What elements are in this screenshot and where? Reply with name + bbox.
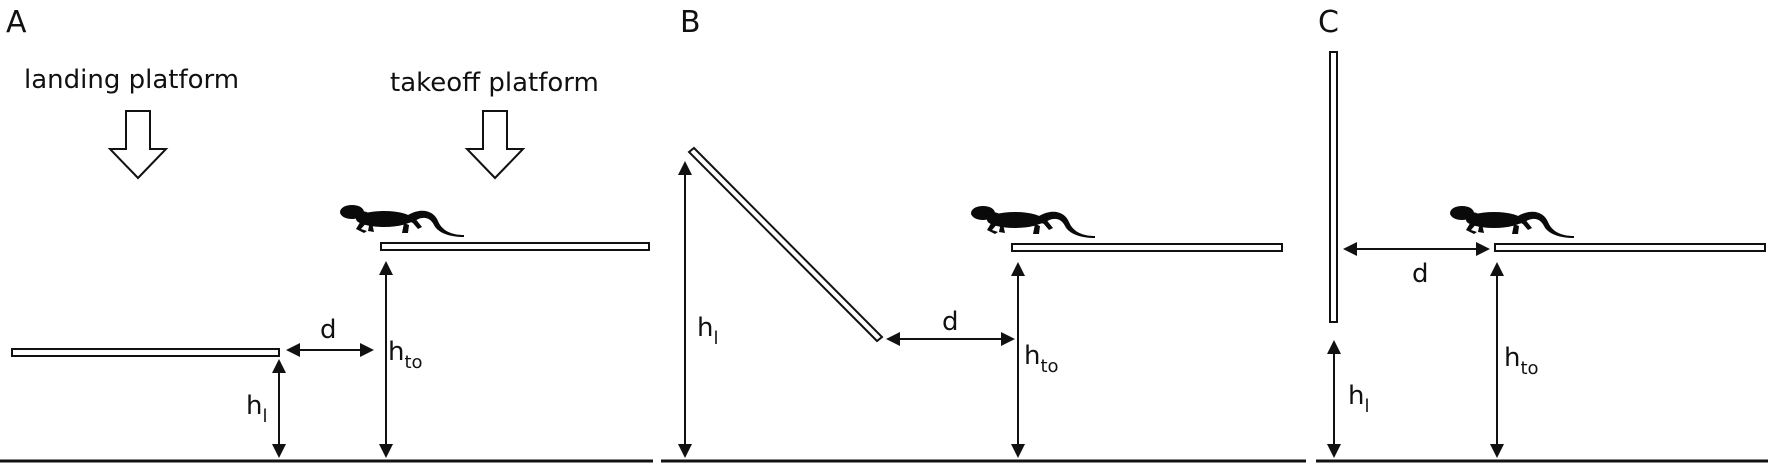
takeoff-pointer-arrow-icon [464, 110, 526, 180]
landing-height-label: hl [1348, 381, 1370, 417]
distance-label: d [942, 307, 959, 337]
lizard-icon [1450, 206, 1574, 238]
takeoff-height-label: hto [1504, 343, 1539, 379]
takeoff-platform [380, 242, 650, 251]
landing-pointer-arrow-icon [107, 110, 169, 180]
takeoff-height-arrow [1490, 262, 1504, 458]
panel-letter-c: C [1318, 5, 1339, 40]
panel-letter-a: A [6, 5, 27, 40]
vertical-landing-platform [1329, 51, 1338, 323]
gap-distance-arrow [886, 332, 1015, 346]
panel-a: A landing platform takeoff platform d hl [0, 5, 653, 463]
panel-b: B d hl hto [661, 5, 1306, 463]
takeoff-height-label: hto [388, 337, 423, 373]
takeoff-height-arrow [1011, 262, 1025, 458]
landing-platform-label: landing platform [24, 65, 239, 95]
lizard-icon [971, 206, 1095, 238]
takeoff-platform [1011, 243, 1283, 252]
gap-distance-arrow [1343, 242, 1490, 256]
panel-c: C d hl hto [1316, 5, 1768, 463]
landing-height-arrow [272, 359, 286, 458]
takeoff-height-label: hto [1024, 341, 1059, 377]
landing-height-arrow [678, 161, 692, 458]
lizard-icon [340, 205, 464, 237]
landing-platform [11, 348, 280, 357]
panel-letter-b: B [680, 5, 701, 40]
takeoff-platform-label: takeoff platform [390, 68, 599, 98]
distance-label: d [320, 315, 337, 345]
landing-height-arrow [1327, 340, 1341, 458]
landing-height-label: hl [697, 313, 719, 349]
distance-label: d [1412, 259, 1429, 289]
takeoff-height-arrow [379, 261, 393, 458]
landing-height-label: hl [246, 391, 268, 427]
gap-distance-arrow [286, 343, 374, 357]
takeoff-platform [1494, 243, 1766, 252]
inclined-landing-platform [687, 146, 884, 343]
